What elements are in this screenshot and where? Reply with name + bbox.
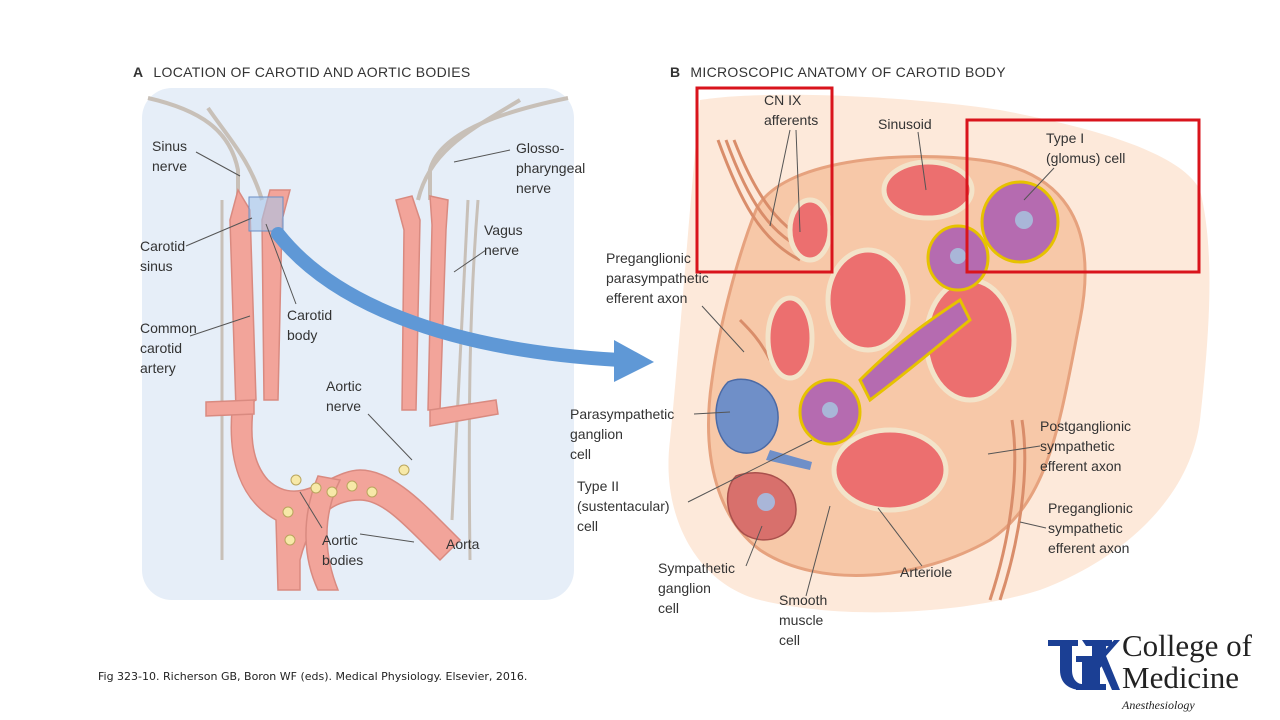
label-aorta: Aorta bbox=[446, 536, 480, 552]
zoom-arrow-head bbox=[614, 340, 654, 382]
label-aortic-bodies: Aortic bodies bbox=[322, 532, 364, 568]
label-sinus-nerve: Sinus nerve bbox=[152, 138, 188, 174]
label-preganglionic-parasympathetic: Preganglionic parasympathetic efferent a… bbox=[606, 250, 709, 306]
highlight-box-type-i bbox=[965, 118, 1201, 274]
label-type-i-cell: Type I (glomus) cell bbox=[1046, 130, 1126, 166]
panel-b-title-text: MICROSCOPIC ANATOMY OF CAROTID BODY bbox=[690, 64, 1006, 80]
figure-caption: Fig 323-10. Richerson GB, Boron WF (eds)… bbox=[98, 670, 528, 683]
leader-lines bbox=[185, 129, 1055, 597]
panel-a-title: A LOCATION OF CAROTID AND AORTIC BODIES bbox=[133, 64, 471, 80]
logo-line-department: Anesthesiology bbox=[1122, 698, 1195, 712]
label-carotid-body: Carotid body bbox=[287, 307, 333, 343]
label-parasympathetic-ganglion-cell: Parasympathetic ganglion cell bbox=[570, 406, 675, 462]
label-sympathetic-ganglion-cell: Sympathetic ganglion cell bbox=[658, 560, 736, 616]
panel-b-title: B MICROSCOPIC ANATOMY OF CAROTID BODY bbox=[670, 64, 1006, 80]
label-smooth-muscle-cell: Smooth muscle cell bbox=[779, 592, 828, 648]
label-aortic-nerve: Aortic nerve bbox=[326, 378, 362, 414]
glomus-nuclei bbox=[822, 211, 1033, 418]
zoom-arrow bbox=[271, 227, 627, 367]
uk-logo-icon bbox=[1048, 640, 1120, 690]
label-arteriole: Arteriole bbox=[900, 564, 953, 580]
logo-line-medicine: Medicine bbox=[1122, 660, 1240, 695]
panel-a-title-text: LOCATION OF CAROTID AND AORTIC BODIES bbox=[153, 64, 471, 80]
parasympathetic-axon-shape bbox=[766, 450, 812, 470]
nerve-lines bbox=[147, 96, 569, 561]
vessels bbox=[205, 188, 499, 591]
logo-line-college: College of bbox=[1122, 628, 1252, 663]
label-vagus-nerve: Vagus nerve bbox=[484, 222, 523, 258]
label-glossopharyngeal-nerve: Glosso- pharyngeal nerve bbox=[516, 140, 586, 196]
nerve-bundles bbox=[716, 139, 1027, 601]
label-type-ii-cell: Type II (sustentacular) cell bbox=[577, 478, 670, 534]
label-preganglionic-sympathetic: Preganglionic sympathetic efferent axon bbox=[1048, 500, 1133, 556]
label-cn-ix-afferents: CN IX afferents bbox=[764, 92, 819, 128]
label-common-carotid-artery: Common carotid artery bbox=[140, 320, 197, 376]
highlight-box-cn-ix bbox=[695, 86, 834, 274]
aortic-bodies-dots bbox=[282, 464, 410, 546]
sympathetic-nucleus bbox=[757, 493, 775, 511]
panel-a-letter: A bbox=[133, 64, 144, 80]
college-logo-text: College of Medicine Anesthesiology bbox=[1122, 630, 1252, 713]
label-postganglionic-sympathetic: Postganglionic sympathetic efferent axon bbox=[1040, 418, 1132, 474]
sinusoids bbox=[765, 159, 1017, 513]
label-sinusoid: Sinusoid bbox=[878, 116, 932, 132]
parasympathetic-ganglion-cell-shape bbox=[715, 378, 779, 454]
panel-b-letter: B bbox=[670, 64, 681, 80]
carotid-body-zoom-box bbox=[248, 196, 284, 232]
label-carotid-sinus: Carotid sinus bbox=[140, 238, 186, 274]
